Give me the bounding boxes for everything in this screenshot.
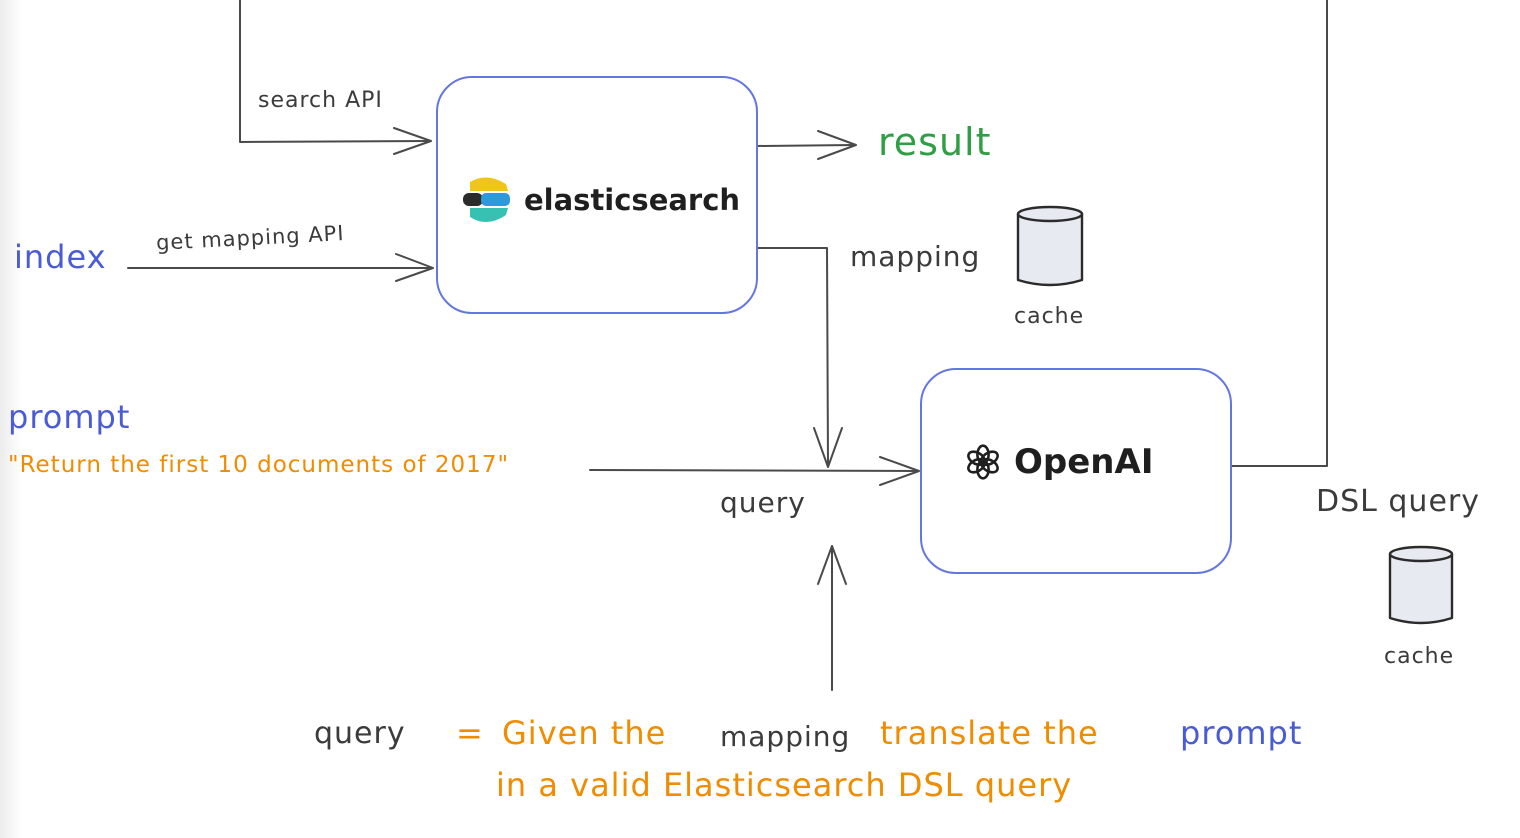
formula-mapping-word: mapping [720,720,851,753]
dsl-query-label: DSL query [1316,484,1480,519]
prompt-text: "Return the first 10 documents of 2017" [8,452,510,478]
index-label: index [14,238,107,276]
openai-brand: OpenAI [964,442,1153,482]
mapping-cache-cylinder-icon [1016,205,1084,287]
result-connector [755,144,856,147]
prompt-label: prompt [8,398,131,436]
prompt-connector [589,469,919,472]
query-label: query [720,486,806,519]
formula-query-word: query [314,716,406,751]
dsl-connector [1230,0,1328,467]
formula-arrowhead [817,545,847,585]
left-edge-shadow [0,0,22,838]
mapping-label: mapping [850,240,981,273]
get-mapping-arrowhead [395,253,434,282]
search-api-connector [239,0,431,143]
formula-equals-sign: = [456,714,484,752]
formula-prompt-word: prompt [1180,714,1303,752]
openai-logo-icon [967,444,999,480]
elasticsearch-brand: elasticsearch [462,174,740,226]
result-arrowhead [817,130,857,160]
dsl-cache-cylinder-icon [1388,545,1454,625]
search-api-label: search API [258,88,383,113]
result-label: result [878,120,992,164]
elasticsearch-label: elasticsearch [524,183,741,217]
prompt-arrowhead [879,456,920,486]
formula-second-line: in a valid Elasticsearch DSL query [496,766,1073,804]
mapping-connector [755,247,829,467]
formula-translate-the: translate the [880,714,1099,752]
dsl-cache-label: cache [1384,644,1455,669]
search-api-arrowhead [393,127,432,155]
openai-label: OpenAI [1014,442,1154,482]
elasticsearch-logo-icon [463,177,510,223]
mapping-cache-label: cache [1014,304,1085,329]
formula-given-the: Given the [502,714,667,752]
mapping-arrowhead [813,427,843,468]
